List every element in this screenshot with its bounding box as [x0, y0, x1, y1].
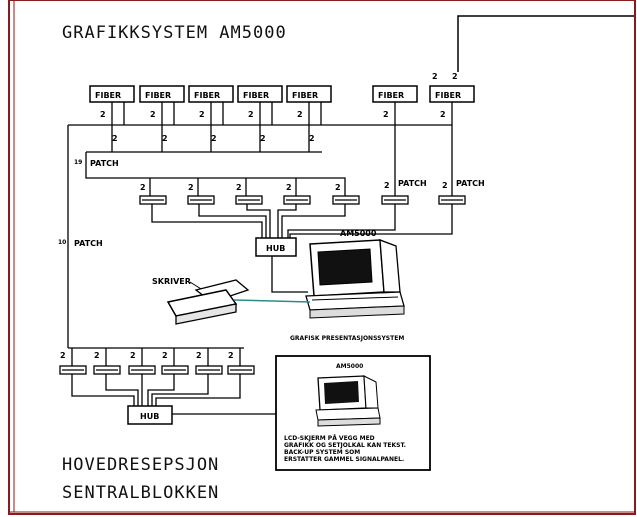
fiber-boxes: FIBER FIBER FIBER FIBER FIBER FIBER FIBE… — [89, 85, 475, 103]
fiber-box-3: FIBER — [188, 85, 234, 103]
display-note-4: ERSTATTER GAMMEL SIGNALPANEL. — [284, 456, 404, 463]
patch-19-label: PATCH — [90, 159, 119, 168]
svg-text:FIBER: FIBER — [194, 91, 220, 100]
wiring — [67, 102, 453, 415]
svg-text:FIBER: FIBER — [95, 91, 121, 100]
svg-text:2: 2 — [335, 183, 341, 192]
svg-text:2: 2 — [297, 110, 303, 119]
svg-text:2: 2 — [196, 351, 202, 360]
svg-text:AM5000: AM5000 — [340, 229, 377, 238]
svg-text:2: 2 — [188, 183, 194, 192]
svg-text:2: 2 — [309, 134, 315, 143]
display-note-2: GRAFIKK OG SETJOLKAL KAN TEKST. — [284, 442, 406, 449]
presentation-caption: GRAFISK PRESENTASJONSSYSTEM — [290, 335, 404, 342]
fiber-top-count-1: 2 — [432, 72, 438, 81]
workstation-lcd: AM5000 — [315, 363, 381, 427]
svg-text:2: 2 — [199, 110, 205, 119]
svg-text:2: 2 — [440, 110, 446, 119]
svg-text:2: 2 — [442, 181, 448, 190]
svg-text:2: 2 — [100, 110, 106, 119]
fiber-box-1: FIBER — [89, 85, 135, 103]
printer-cable — [233, 299, 311, 303]
svg-text:2: 2 — [130, 351, 136, 360]
svg-text:FIBER: FIBER — [292, 91, 318, 100]
fiber-box-4: FIBER — [237, 85, 283, 103]
page-frame — [8, 0, 636, 515]
svg-text:2: 2 — [286, 183, 292, 192]
svg-text:2: 2 — [162, 351, 168, 360]
svg-text:2: 2 — [211, 134, 217, 143]
patch-10-count: 10 — [58, 239, 66, 246]
upper-patch-panels — [139, 195, 466, 205]
svg-text:HUB: HUB — [266, 244, 285, 253]
display-note-1: LCD-SKJERM PÅ VEGG MED — [284, 435, 375, 442]
svg-text:2: 2 — [236, 183, 242, 192]
patch-10-label: PATCH — [74, 239, 103, 248]
svg-text:2: 2 — [140, 183, 146, 192]
patch-19-count: 19 — [74, 159, 82, 166]
external-link-line — [457, 15, 634, 72]
svg-text:FIBER: FIBER — [145, 91, 171, 100]
lower-patch-panels — [59, 365, 255, 375]
svg-text:AM5000: AM5000 — [336, 363, 363, 370]
workstation-am5000: AM5000 — [305, 229, 405, 319]
footer-line-2: SENTRALBLOKKEN — [62, 483, 219, 503]
patch-right-label-2: PATCH — [456, 179, 485, 188]
printer: SKRIVER — [152, 277, 250, 325]
port-count-labels: 2 2 2 2 2 2 2 2 2 2 2 2 2 2 2 2 2 2 2 2 … — [60, 110, 448, 360]
svg-text:2: 2 — [162, 134, 168, 143]
svg-text:FIBER: FIBER — [243, 91, 269, 100]
hub-lower: HUB — [127, 405, 173, 425]
fiber-box-6: FIBER — [372, 85, 418, 103]
svg-text:SKRIVER: SKRIVER — [152, 277, 191, 286]
fiber-box-2: FIBER — [139, 85, 185, 103]
svg-text:2: 2 — [94, 351, 100, 360]
fiber-box-5: FIBER — [286, 85, 332, 103]
fiber-box-7: FIBER — [429, 85, 475, 103]
svg-text:2: 2 — [384, 181, 390, 190]
footer-line-1: HOVEDRESEPSJON — [62, 455, 219, 475]
svg-text:2: 2 — [112, 134, 118, 143]
display-note-3: BACK-UP SYSTEM SOM — [284, 449, 360, 456]
svg-text:FIBER: FIBER — [435, 91, 461, 100]
svg-text:2: 2 — [150, 110, 156, 119]
diagram-title: GRAFIKKSYSTEM AM5000 — [62, 23, 287, 43]
svg-text:HUB: HUB — [140, 412, 159, 421]
svg-text:2: 2 — [383, 110, 389, 119]
svg-text:2: 2 — [260, 134, 266, 143]
hub-upper: HUB — [255, 237, 297, 257]
patch-right-label-1: PATCH — [398, 179, 427, 188]
svg-text:2: 2 — [248, 110, 254, 119]
svg-text:2: 2 — [60, 351, 66, 360]
svg-text:2: 2 — [228, 351, 234, 360]
svg-text:FIBER: FIBER — [378, 91, 404, 100]
fiber-top-count-2: 2 — [452, 72, 458, 81]
